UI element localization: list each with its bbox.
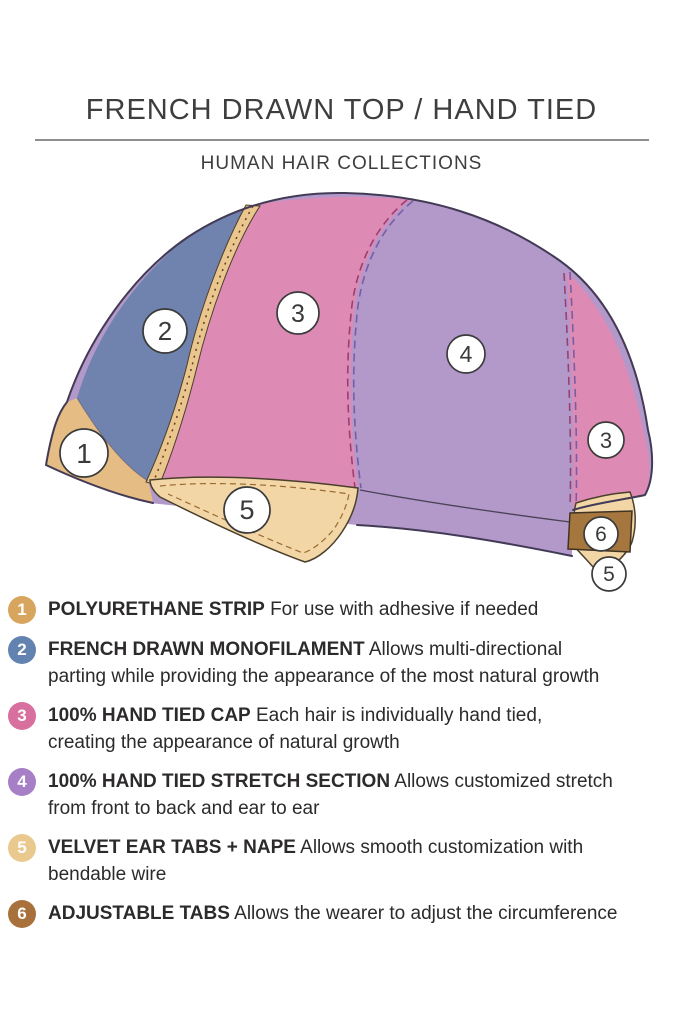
- marker-3-right: 3: [587, 421, 625, 459]
- dashed-boundary-left: [346, 199, 414, 489]
- legend-dot-4: 4: [8, 768, 36, 796]
- legend-text-2: FRENCH DRAWN MONOFILAMENT Allows multi-d…: [48, 636, 599, 690]
- legend-label-6: ADJUSTABLE TABS: [48, 903, 230, 924]
- region-3-hand-tied-right: [567, 272, 650, 510]
- svg-text:2: 2: [158, 316, 172, 346]
- legend-text-6: ADJUSTABLE TABS Allows the wearer to adj…: [48, 900, 618, 927]
- title-divider: [35, 139, 649, 141]
- legend-desc-1: For use with adhesive if needed: [270, 599, 539, 620]
- legend-dot-6: 6: [8, 900, 36, 928]
- legend-label-3: 100% HAND TIED CAP: [48, 705, 251, 726]
- marker-5-left: 5: [223, 486, 271, 534]
- legend-dot-2: 2: [8, 636, 36, 664]
- legend-label-5: VELVET EAR TABS + NAPE: [48, 837, 296, 858]
- legend-label-4: 100% HAND TIED STRETCH SECTION: [48, 771, 391, 792]
- legend-desc-4: Allows customized stretch: [394, 771, 613, 792]
- marker-3-center: 3: [276, 291, 320, 335]
- legend-text-3: 100% HAND TIED CAP Each hair is individu…: [48, 702, 542, 756]
- marker-6: 6: [583, 516, 619, 552]
- legend-desc-5: Allows smooth customization with: [300, 837, 584, 858]
- cap-construction-diagram: 1 2 3 4 3 5 6 5: [45, 191, 654, 592]
- legend-desc-3b: creating the appearance of natural growt…: [48, 732, 400, 753]
- legend-dot-5: 5: [8, 834, 36, 862]
- svg-text:3: 3: [600, 428, 612, 453]
- legend-label-2: FRENCH DRAWN MONOFILAMENT: [48, 639, 365, 660]
- svg-text:4: 4: [460, 341, 473, 367]
- legend-desc-2b: parting while providing the appearance o…: [48, 666, 600, 687]
- legend-text-1: POLYURETHANE STRIP For use with adhesive…: [48, 596, 538, 623]
- svg-text:3: 3: [291, 300, 305, 328]
- legend-desc-4b: from front to back and ear to ear: [48, 798, 320, 819]
- legend-item-4: 4 100% HAND TIED STRETCH SECTION Allows …: [8, 768, 678, 822]
- dashed-boundary-right: [563, 271, 578, 508]
- boundary-1-2: [76, 397, 149, 482]
- seam-strip-stitches: [152, 205, 254, 484]
- legend-label-1: POLYURETHANE STRIP: [48, 599, 265, 620]
- page-subtitle: HUMAN HAIR COLLECTIONS: [200, 153, 483, 174]
- legend-text-4: 100% HAND TIED STRETCH SECTION Allows cu…: [48, 768, 613, 822]
- svg-text:5: 5: [603, 563, 615, 586]
- svg-text:5: 5: [239, 495, 254, 525]
- legend-item-2: 2 FRENCH DRAWN MONOFILAMENT Allows multi…: [8, 636, 678, 690]
- legend-text-5: VELVET EAR TABS + NAPE Allows smooth cus…: [48, 834, 583, 888]
- legend-dot-1: 1: [8, 596, 36, 624]
- marker-4: 4: [446, 334, 486, 374]
- legend-item-3: 3 100% HAND TIED CAP Each hair is indivi…: [8, 702, 678, 756]
- legend-dot-3: 3: [8, 702, 36, 730]
- ear-tab-stitches: [159, 482, 350, 554]
- legend-desc-5b: bendable wire: [48, 864, 167, 885]
- legend-desc-2: Allows multi-directional: [368, 639, 563, 660]
- marker-5-right: 5: [591, 556, 627, 592]
- legend: 1 POLYURETHANE STRIP For use with adhesi…: [8, 596, 678, 940]
- legend-item-5: 5 VELVET EAR TABS + NAPE Allows smooth c…: [8, 834, 678, 888]
- legend-desc-6: Allows the wearer to adjust the circumfe…: [234, 903, 618, 924]
- legend-item-1: 1 POLYURETHANE STRIP For use with adhesi…: [8, 596, 678, 624]
- cap-outline: [45, 191, 654, 557]
- marker-1: 1: [59, 428, 109, 478]
- marker-2: 2: [142, 308, 188, 354]
- legend-desc-3: Each hair is individually hand tied,: [256, 705, 543, 726]
- region-3-hand-tied-cap: [152, 196, 410, 488]
- bottom-band-seam: [359, 489, 571, 523]
- page-title: FRENCH DRAWN TOP / HAND TIED: [85, 94, 598, 126]
- svg-text:1: 1: [76, 438, 92, 469]
- svg-text:6: 6: [595, 523, 607, 546]
- legend-item-6: 6 ADJUSTABLE TABS Allows the wearer to a…: [8, 900, 678, 928]
